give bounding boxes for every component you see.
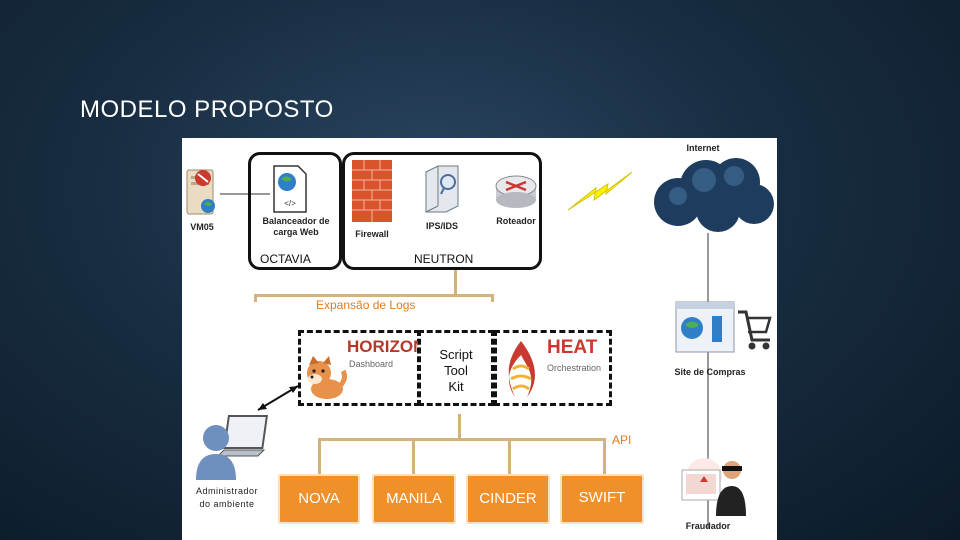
horizon-box: HORIZON Dashboard [298, 330, 425, 406]
shopping-site-label: Site de Compras [674, 367, 746, 377]
logs-bus [254, 294, 494, 297]
script-tool-kit-box: Script Tool Kit [418, 330, 494, 406]
fraudster-label: Fraudador [685, 521, 731, 531]
heat-box: HEAT Orchestration [494, 330, 612, 406]
service-swift: SWIFT [560, 474, 644, 524]
double-arrow-icon [250, 378, 306, 418]
neutron-label: NEUTRON [414, 252, 474, 266]
flame-icon [501, 339, 541, 401]
octavia-group [248, 152, 342, 270]
admin-user-icon [194, 408, 274, 482]
internet-label: Internet [686, 143, 720, 153]
api-bus-drop-2 [412, 438, 415, 474]
vm-label: VM05 [190, 222, 214, 232]
logs-bus-vertical [454, 270, 457, 296]
horizon-title: HORIZON [347, 337, 426, 356]
svg-text:</>: </> [284, 199, 296, 208]
logs-bus-left-drop [254, 294, 257, 302]
api-bus-drop-3 [508, 438, 511, 474]
load-balancer-label: Balanceador de carga Web [262, 216, 330, 237]
admin-label: Administrador do ambiente [195, 486, 259, 509]
architecture-diagram: VM05 </> Balanceador de carga Web OCTAVI… [182, 138, 777, 540]
dog-icon [303, 355, 348, 401]
firewall-label: Firewall [355, 229, 389, 239]
horizon-subtitle: Dashboard [349, 359, 394, 369]
service-cinder: CINDER [466, 474, 550, 524]
api-bus-vertical [458, 414, 461, 440]
cloud-icon [648, 152, 776, 234]
api-bus [318, 438, 606, 441]
logs-label: Expansão de Logs [316, 298, 416, 312]
service-manila: MANILA [372, 474, 456, 524]
fraudster-icon [676, 456, 748, 520]
api-label: API [612, 433, 632, 447]
web-page-icon: </> [270, 164, 310, 214]
ips-ids-icon [422, 164, 462, 216]
logs-bus-right-drop [491, 294, 494, 302]
heat-title: HEAT [547, 337, 598, 358]
shopping-site-icon [674, 298, 774, 364]
octavia-label: OCTAVIA [260, 252, 311, 266]
heat-subtitle: Orchestration [547, 363, 602, 373]
neutron-group [342, 152, 542, 270]
vm-link-line [220, 193, 270, 195]
server-icon [184, 166, 218, 218]
router-label: Roteador [496, 216, 536, 226]
service-nova: NOVA [278, 474, 360, 524]
api-bus-drop-1 [318, 438, 321, 474]
script-tool-kit-label: Script Tool Kit [439, 347, 473, 394]
slide-title: MODELO PROPOSTO [80, 96, 334, 123]
api-bus-drop-4 [603, 438, 606, 474]
lightning-icon [566, 168, 634, 216]
router-icon [494, 168, 538, 212]
ips-ids-label: IPS/IDS [425, 221, 458, 231]
internet-drop-line [707, 233, 709, 528]
firewall-icon [350, 158, 394, 224]
